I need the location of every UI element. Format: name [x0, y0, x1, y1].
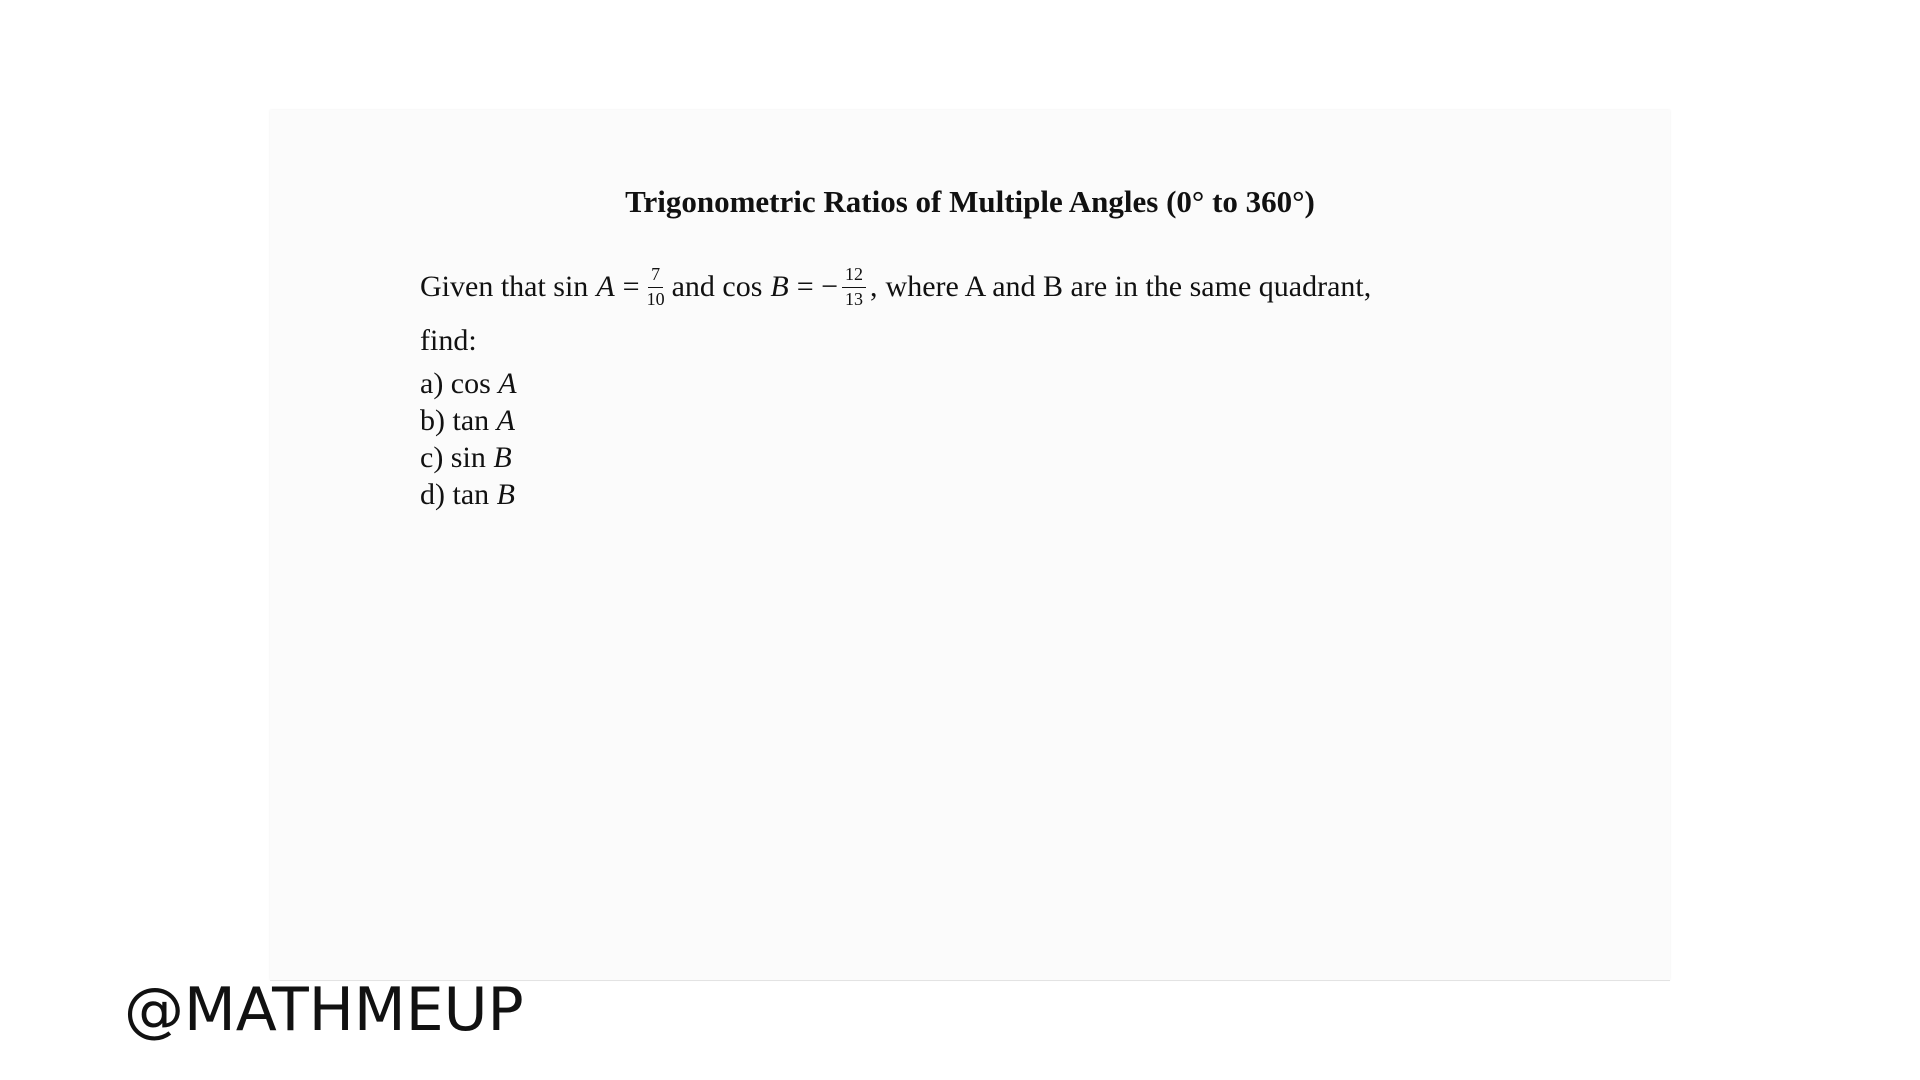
part-variable: A — [496, 404, 515, 437]
and-cos-text: and cos — [671, 270, 763, 303]
page-bottom-divider — [270, 980, 1670, 981]
fraction-sin-a: 7 10 — [644, 264, 668, 310]
document-page: Trigonometric Ratios of Multiple Angles … — [270, 110, 1670, 980]
variable-a: A — [596, 270, 615, 303]
part-variable: A — [498, 367, 517, 400]
given-tail: where A and B are in the same quadrant, — [885, 270, 1372, 303]
fraction-cos-b-denominator: 13 — [845, 288, 864, 309]
given-line: Given that sin A = 7 10 and cos B = − 12… — [420, 257, 1620, 317]
part-item: d) tan B — [420, 476, 1620, 513]
part-label: c) sin — [420, 441, 486, 474]
part-label: b) tan — [420, 404, 490, 437]
variable-b: B — [770, 270, 789, 303]
part-item: c) sin B — [420, 439, 1620, 476]
page-title: Trigonometric Ratios of Multiple Angles … — [625, 184, 1315, 219]
part-variable: B — [493, 441, 512, 474]
part-item: a) cos A — [420, 365, 1620, 402]
parts-list: a) cos A b) tan A c) sin B d) tan B — [420, 365, 1620, 513]
equals-sign: = — [622, 270, 640, 303]
given-lead: Given that sin — [420, 270, 589, 303]
part-item: b) tan A — [420, 402, 1620, 439]
fraction-cos-b-numerator: 12 — [842, 264, 867, 288]
problem-statement: Given that sin A = 7 10 and cos B = − 12… — [420, 257, 1620, 513]
fraction-sin-a-denominator: 10 — [646, 288, 665, 309]
channel-watermark: @MATHMEUP — [124, 975, 524, 1045]
fraction-cos-b: 12 13 — [842, 264, 867, 310]
comma: , — [870, 270, 878, 303]
part-label: a) cos — [420, 367, 491, 400]
part-label: d) tan — [420, 478, 490, 511]
find-label: find: — [420, 324, 477, 357]
fraction-sin-a-numerator: 7 — [648, 264, 664, 288]
part-variable: B — [496, 478, 515, 511]
equals-negative-sign: = − — [796, 270, 839, 303]
